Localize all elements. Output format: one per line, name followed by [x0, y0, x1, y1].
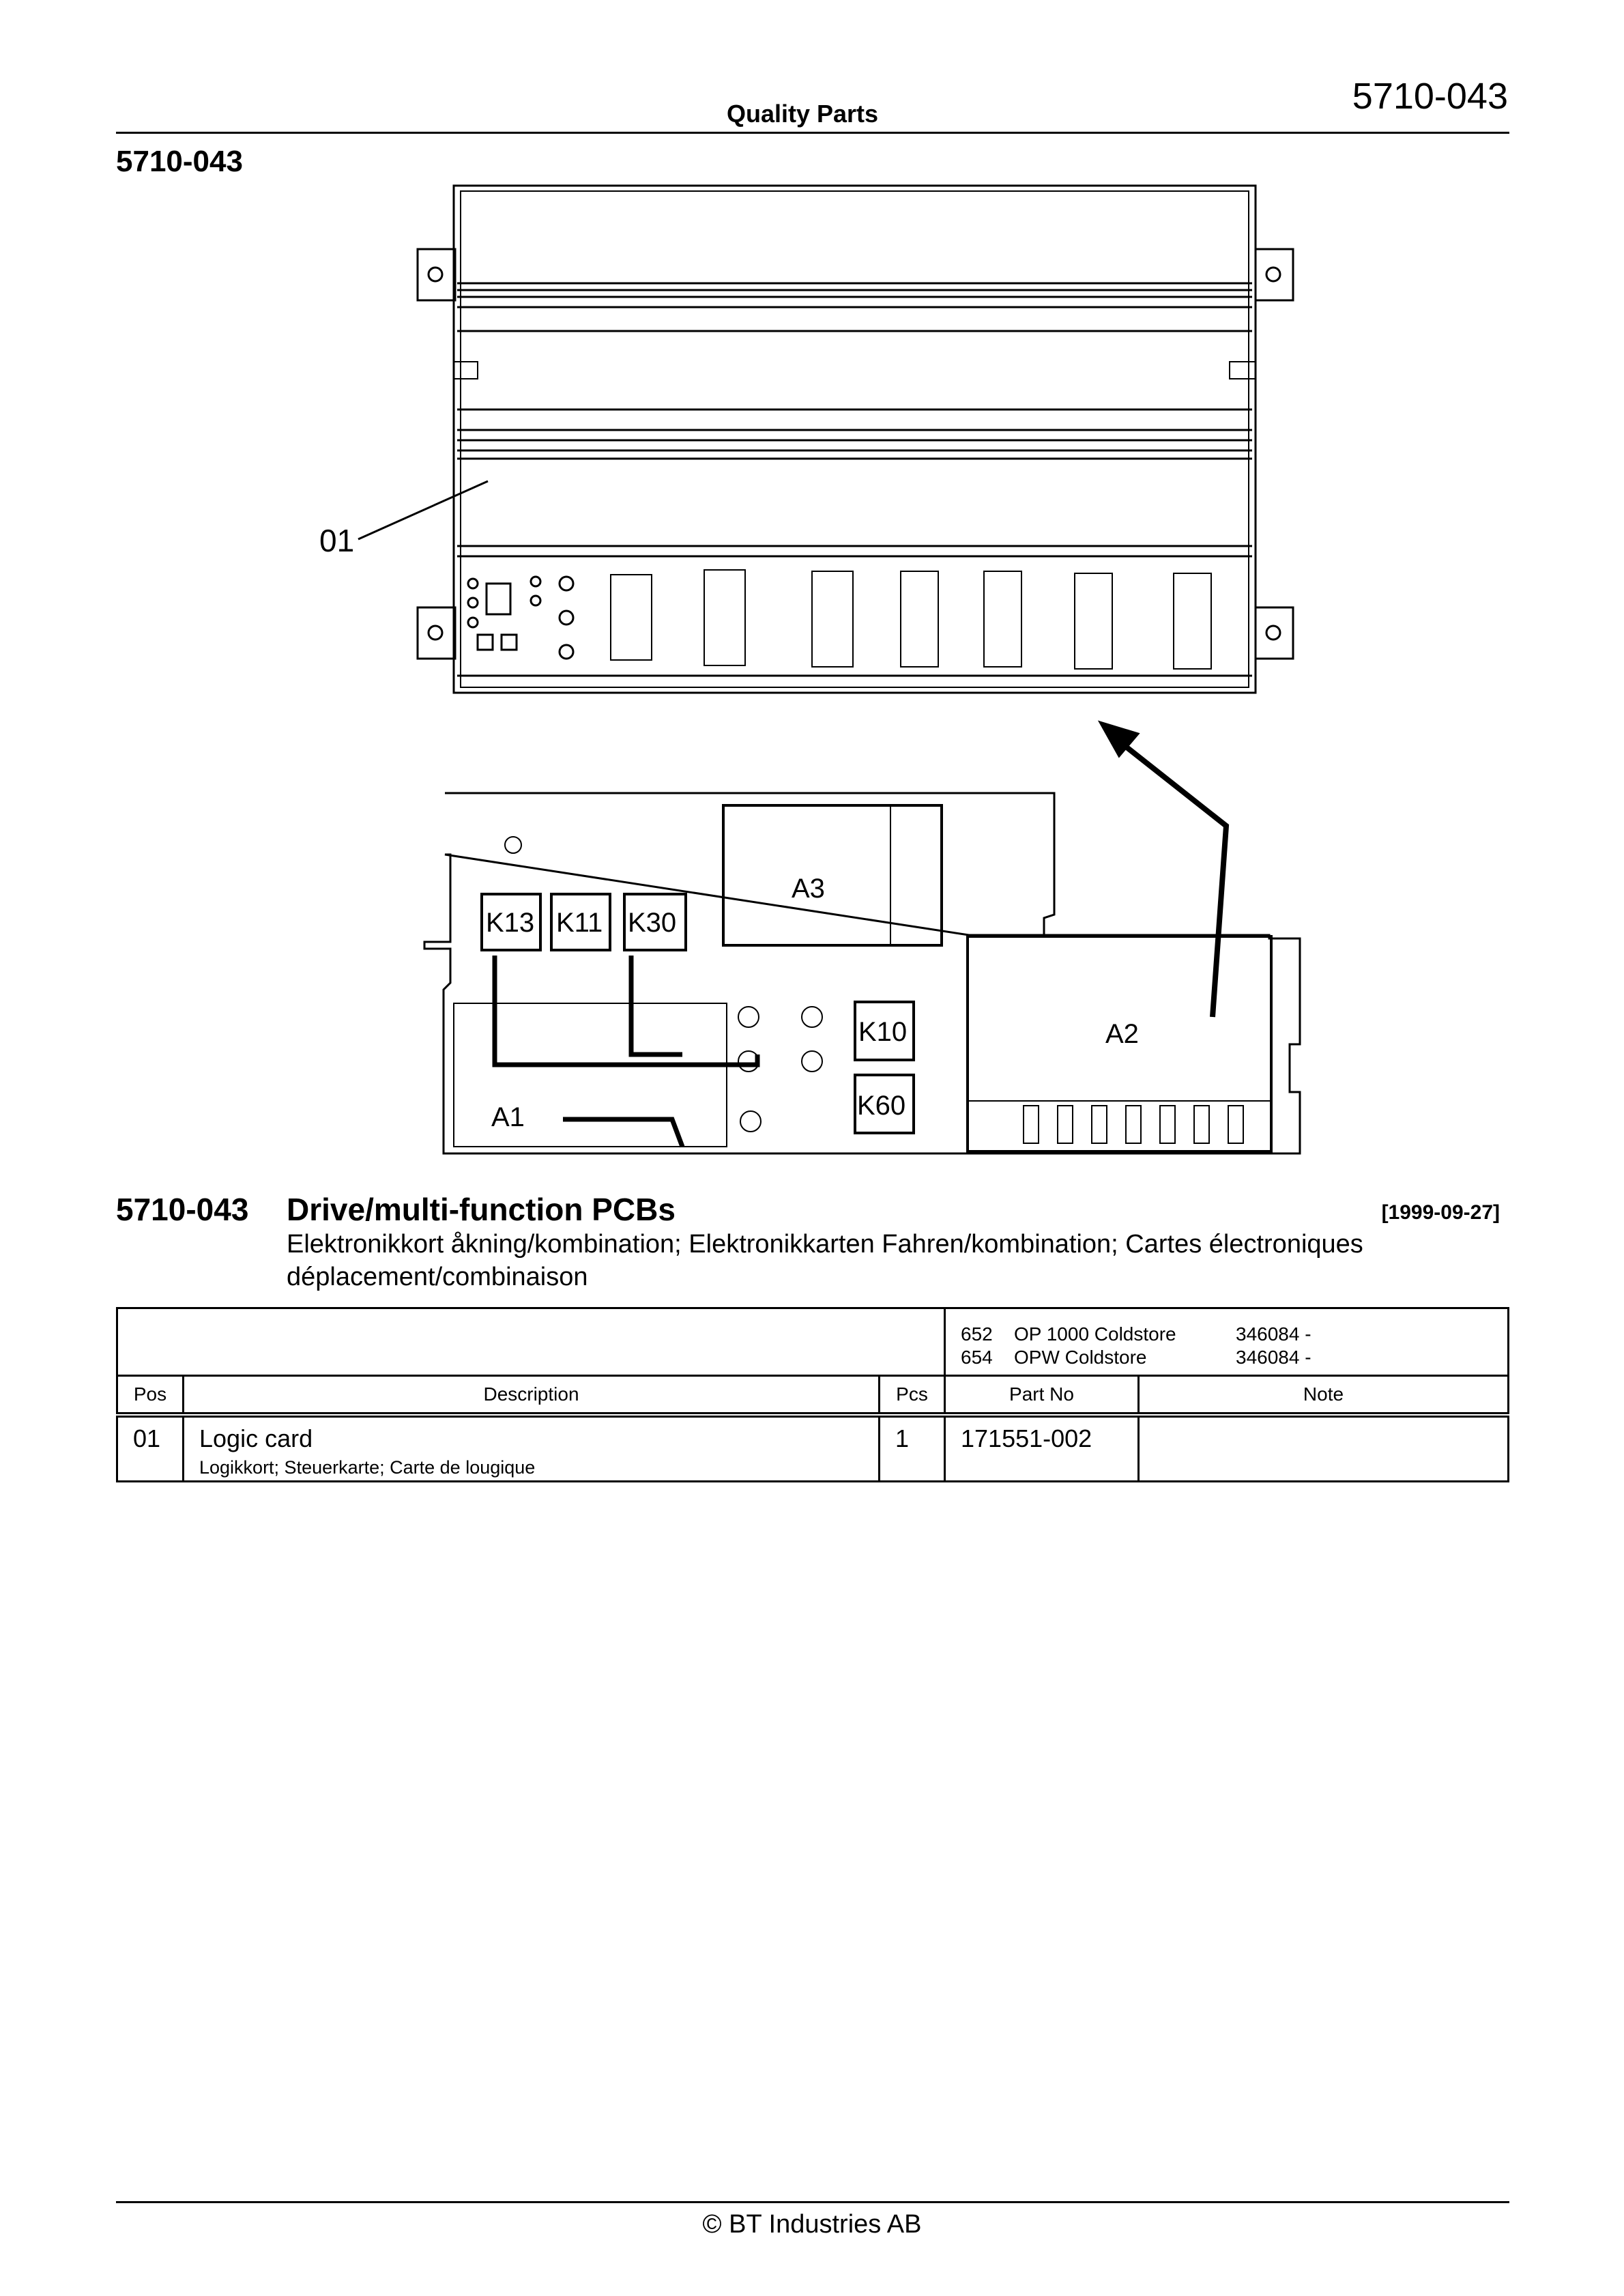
cell-note [1137, 1414, 1509, 1482]
table-header: Pos Description Pcs Part No Note [116, 1375, 1509, 1418]
footer-divider [116, 2201, 1509, 2203]
cell-pos: 01 [116, 1414, 184, 1482]
label-k60: K60 [857, 1091, 905, 1121]
col-description: Description [182, 1375, 880, 1418]
cell-part-no: 171551-002 [944, 1414, 1140, 1482]
label-a2: A2 [1105, 1019, 1139, 1049]
label-a1: A1 [491, 1102, 525, 1132]
label-k10: K10 [858, 1017, 907, 1047]
parts-illustration: 01 K13 K11 K30 A3 A2 K10 K [319, 184, 1301, 1155]
label-a3: A3 [792, 874, 825, 904]
header-divider [116, 132, 1509, 134]
logic-card-unit [416, 184, 1294, 694]
cell-pcs: 1 [878, 1414, 946, 1482]
pcb-assembly [423, 792, 1301, 1155]
label-k11: K11 [556, 908, 603, 938]
title-name: Drive/multi-function PCBs [287, 1192, 676, 1227]
header-title: Quality Parts [726, 100, 879, 128]
col-pcs: Pcs [878, 1375, 946, 1418]
title-code: 5710-043 [116, 1192, 249, 1227]
col-pos: Pos [116, 1375, 184, 1418]
label-k30: K30 [628, 908, 676, 938]
footer-copyright: © BT Industries AB [702, 2210, 922, 2239]
page-code: 5710-043 [1352, 76, 1508, 117]
callout-leader [358, 480, 489, 541]
callout-label: 01 [319, 523, 354, 558]
title-date: [1999-09-27] [1381, 1201, 1500, 1224]
col-part-no: Part No [944, 1375, 1140, 1418]
section-code: 5710-043 [116, 145, 243, 178]
description-translation: Logikkort; Steuerkarte; Carte de lougiqu… [199, 1457, 536, 1478]
subtitle-line1: Elektronikkort åkning/kombination; Elekt… [287, 1230, 1363, 1259]
label-k13: K13 [486, 908, 534, 938]
subtitle-line2: déplacement/combinaison [287, 1263, 588, 1291]
arrow-icon [1097, 720, 1230, 1018]
col-note: Note [1137, 1375, 1509, 1418]
